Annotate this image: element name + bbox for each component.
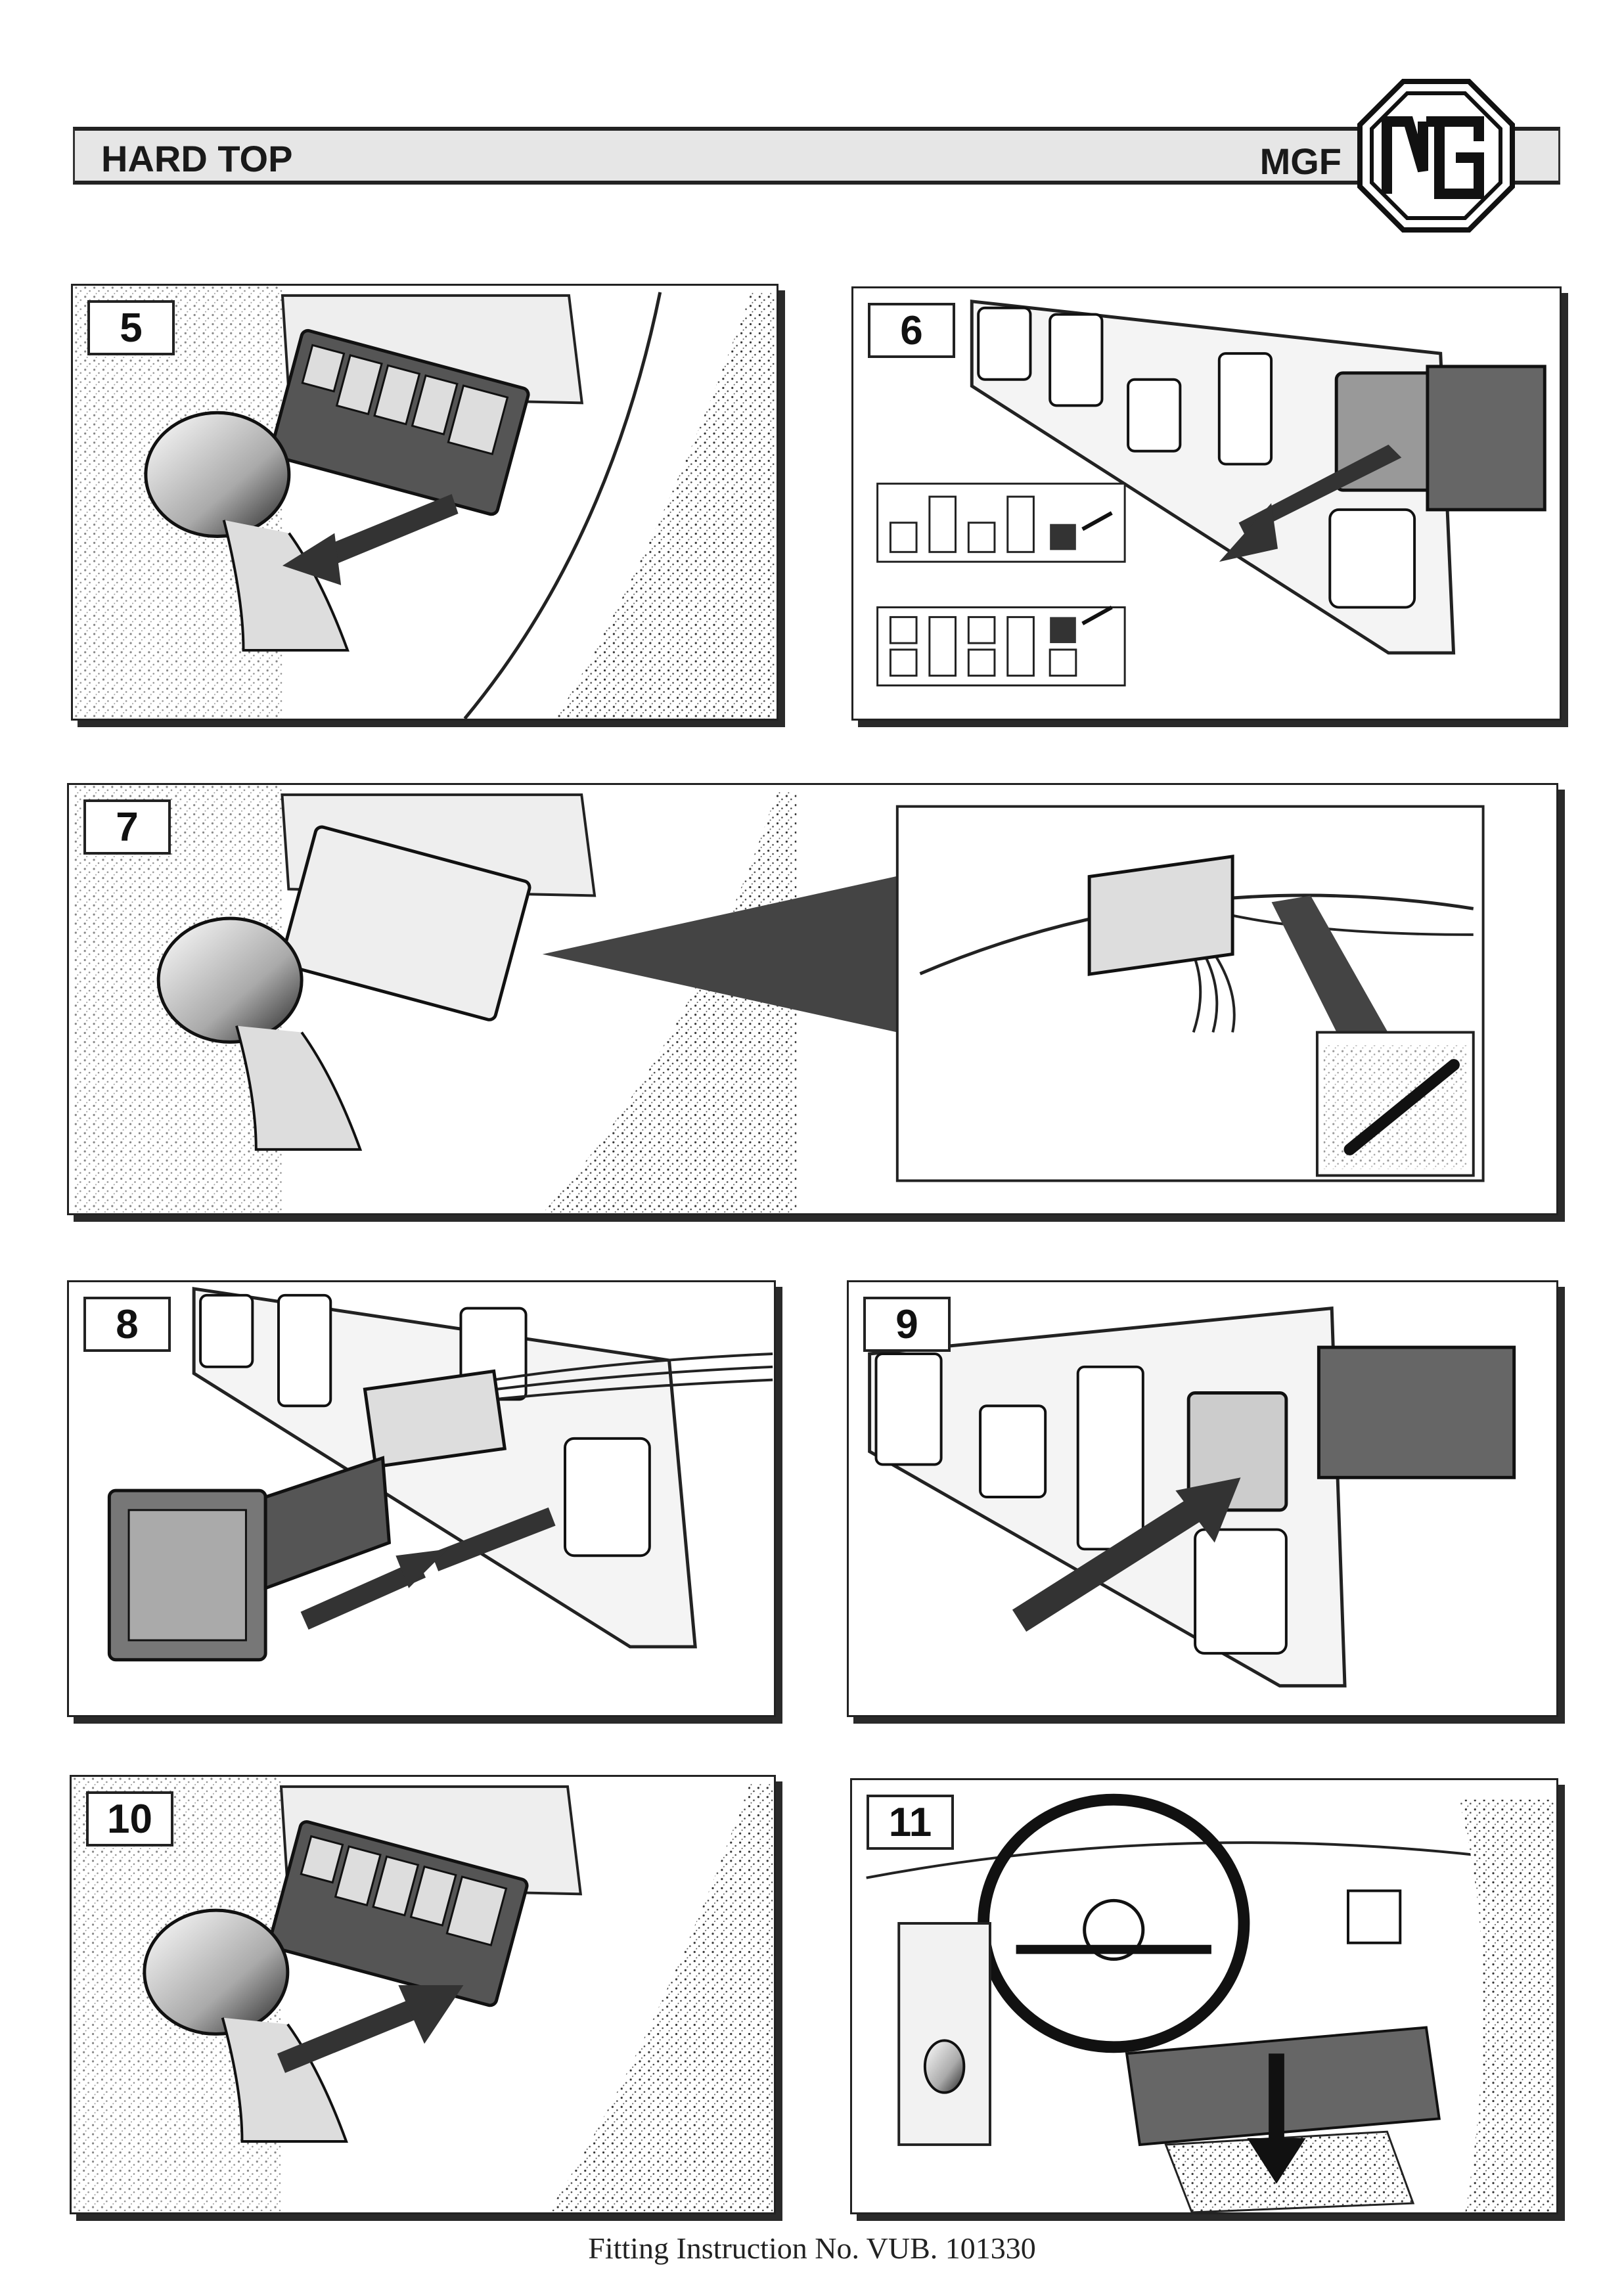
step-number: 8	[83, 1297, 171, 1352]
step-8-panel: 8	[67, 1280, 776, 1717]
switch-connect-illustration	[107, 1287, 773, 1662]
interior-floor-illustration	[866, 1793, 1556, 2212]
step-number: 10	[86, 1791, 173, 1846]
step-7-panel: 7	[67, 783, 1558, 1215]
step-11-panel: 11	[850, 1778, 1558, 2214]
model-name: MGF	[1259, 141, 1342, 182]
switch-removal-illustration	[876, 300, 1546, 686]
step-number: 6	[868, 303, 955, 358]
mg-logo	[1357, 79, 1515, 233]
switch-panel-refit-illustration	[72, 1777, 773, 2212]
document-title: HARD TOP	[101, 138, 293, 179]
step-9-panel: 9	[847, 1280, 1558, 1717]
switch-insert-illustration	[868, 1306, 1516, 1688]
connector-illustration	[74, 785, 1485, 1213]
step-10-panel: 10	[70, 1775, 776, 2214]
step-number: 11	[867, 1795, 954, 1850]
fitting-instruction-number: Fitting Instruction No. VUB. 101330	[588, 2231, 1036, 2265]
step-number: 7	[83, 799, 171, 855]
step-5-panel: 5	[71, 284, 778, 721]
step-number: 5	[87, 300, 175, 355]
step-6-panel: 6	[851, 286, 1562, 721]
header-bar: HARD TOP MGF	[73, 127, 1560, 185]
switch-panel-removal-illustration	[74, 286, 776, 719]
step-number: 9	[863, 1297, 951, 1352]
